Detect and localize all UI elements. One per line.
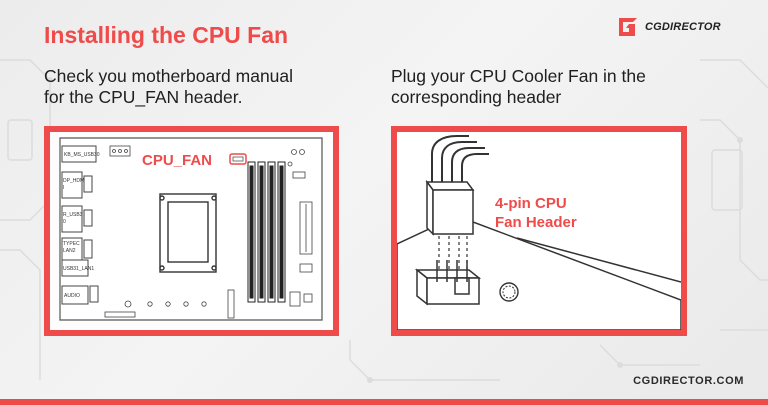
motherboard-diagram: KB_MS_USB30 DP_HDM I R_USB3 0 TYPEC LAN2… — [59, 137, 323, 321]
label-usb-1: R_USB3 — [63, 212, 83, 218]
cgdirector-logo-icon — [619, 18, 637, 36]
cpu-fan-header-highlight — [229, 153, 247, 165]
left-caption-line-1: Check you motherboard manual — [44, 66, 294, 86]
kb-ms-port — [61, 145, 97, 163]
label-kb-ms: KB_MS_USB30 — [64, 152, 100, 158]
label-dp-hdmi-1: DP_HDM — [63, 178, 84, 184]
label-usb-2: 0 — [63, 219, 66, 225]
fan-cable — [431, 135, 489, 182]
page-title: Installing the CPU Fan — [44, 22, 289, 48]
left-caption-line-2: for the CPU_FAN header. — [44, 87, 243, 107]
right-caption: Plug your CPU Cooler Fan in the correspo… — [391, 66, 731, 108]
bottom-accent-bar — [0, 399, 768, 405]
board-mounting-hole — [499, 282, 519, 302]
brand-logo: CGDIRECTOR — [615, 13, 735, 41]
right-caption-line-2: corresponding header — [391, 87, 562, 107]
footer-url[interactable]: CGDIRECTOR.COM — [633, 375, 744, 387]
audio-port — [61, 285, 89, 305]
label-typec-1: TYPEC — [63, 241, 80, 247]
label-usb31: USB31_LAN1 — [63, 266, 94, 272]
right-caption-line-1: Plug your CPU Cooler Fan in the — [391, 66, 646, 86]
cpu-fan-header — [414, 260, 482, 306]
usb31-lan-port — [61, 259, 89, 277]
usb30-port — [61, 205, 83, 233]
fan-header-panel: 4-pin CPU Fan Header — [391, 126, 687, 336]
label-typec-2: LAN2 — [63, 248, 76, 254]
motherboard-panel: KB_MS_USB30 DP_HDM I R_USB3 0 TYPEC LAN2… — [44, 126, 339, 336]
left-caption: Check you motherboard manual for the CPU… — [44, 66, 364, 108]
logo-text: CGDIRECTOR — [645, 21, 721, 33]
cpu-fan-callout: CPU_FAN — [142, 152, 212, 169]
label-audio: AUDIO — [64, 293, 80, 299]
label-dp-hdmi-2: I — [63, 185, 64, 191]
header-callout-line-2: Fan Header — [495, 214, 577, 231]
dp-hdmi-port — [61, 171, 83, 199]
fan-connector-diagram: 4-pin CPU Fan Header — [396, 135, 682, 331]
fan-plug — [425, 179, 475, 236]
ram-slots — [247, 161, 286, 303]
header-callout-line-1: 4-pin CPU — [495, 195, 567, 212]
